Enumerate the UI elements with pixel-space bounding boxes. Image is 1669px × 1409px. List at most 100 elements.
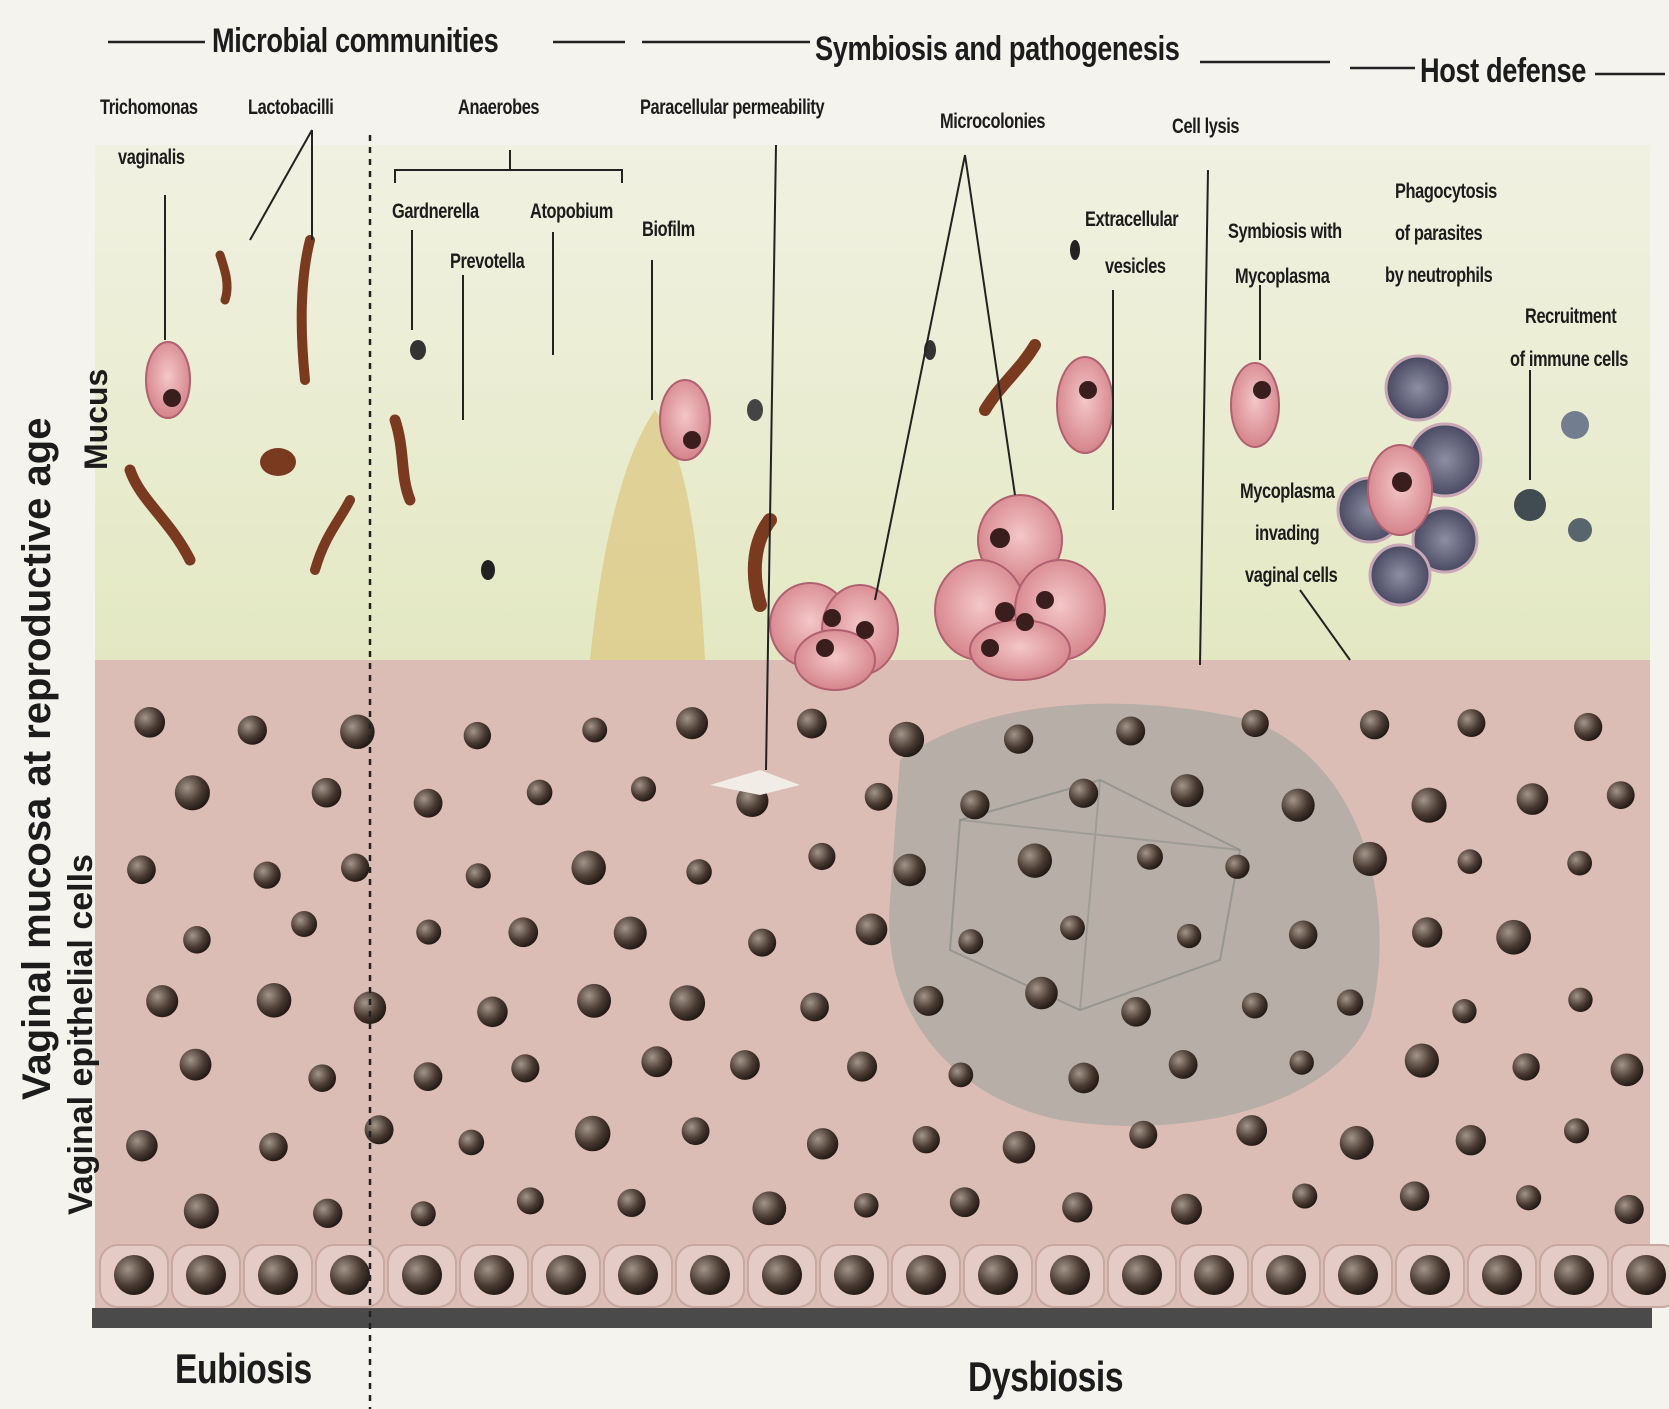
trichomonas-nucleus: [163, 389, 181, 407]
epithelial-nucleus: [748, 929, 776, 957]
epithelial-nucleus: [291, 911, 317, 937]
epithelial-nucleus: [1241, 710, 1268, 737]
label-paracellular-permeability: Paracellular permeability: [640, 96, 824, 120]
epithelial-nucleus: [1003, 1131, 1036, 1164]
basal-cell-nucleus: [1050, 1255, 1090, 1295]
epithelial-nucleus: [464, 722, 491, 749]
epithelial-nucleus: [865, 783, 893, 811]
epithelial-nucleus: [477, 997, 508, 1028]
epithelial-nucleus: [1068, 1063, 1099, 1094]
label-eubiosis: Eubiosis: [175, 1345, 312, 1393]
label-vaginal-mucosa: Vaginal mucosa at reproductive age: [15, 418, 60, 1100]
epithelial-nucleus: [797, 709, 827, 739]
epithelial-nucleus: [1353, 842, 1387, 876]
epithelial-nucleus: [1018, 843, 1052, 877]
epithelial-nucleus: [730, 1050, 760, 1080]
epithelial-nucleus: [856, 914, 888, 946]
epithelial-nucleus: [183, 926, 211, 954]
basal-cell-nucleus: [762, 1255, 802, 1295]
epithelial-nucleus: [1611, 1053, 1644, 1086]
epithelial-nucleus: [238, 715, 267, 744]
epithelial-nucleus: [1225, 855, 1249, 879]
basal-cell-nucleus: [618, 1255, 658, 1295]
label-extracellular: Extracellular: [1085, 208, 1178, 232]
epithelial-nucleus: [913, 1126, 940, 1153]
epithelial-nucleus: [1025, 977, 1058, 1010]
epithelial-nucleus: [631, 776, 656, 801]
epithelial-nucleus: [459, 1130, 485, 1156]
basal-cell-nucleus: [114, 1255, 154, 1295]
epithelial-nucleus: [1069, 779, 1098, 808]
epithelial-nucleus: [950, 1187, 980, 1217]
epithelial-nucleus: [807, 1128, 838, 1159]
epithelial-nucleus: [1574, 713, 1602, 741]
epithelial-nucleus: [354, 992, 386, 1024]
label-vaginal-epithelial-cells: Vaginal epithelial cells: [62, 854, 101, 1215]
epithelial-nucleus: [180, 1049, 212, 1081]
coccobacillus: [260, 448, 296, 476]
epithelial-nucleus: [1360, 710, 1389, 739]
epithelial-nucleus: [960, 790, 989, 819]
epithelial-nucleus: [913, 986, 943, 1016]
epithelial-nucleus: [466, 863, 491, 888]
epithelial-nucleus: [414, 1062, 443, 1091]
epithelial-nucleus: [847, 1052, 877, 1082]
epithelial-nucleus: [254, 862, 281, 889]
epithelial-nucleus: [1405, 1043, 1439, 1077]
section-microbial-communities: Microbial communities: [212, 22, 498, 61]
epithelial-nucleus: [641, 1046, 672, 1077]
epithelial-nucleus: [1289, 921, 1318, 950]
label-trichomonas: Trichomonas: [100, 96, 198, 120]
label-prevotella: Prevotella: [450, 250, 524, 274]
epithelial-nucleus: [411, 1201, 436, 1226]
anaerobe: [481, 560, 495, 580]
label-symbiosis-with: Symbiosis with: [1228, 220, 1342, 244]
epithelial-nucleus: [1129, 1121, 1157, 1149]
basal-cell-nucleus: [1626, 1255, 1666, 1295]
epithelial-nucleus: [948, 1062, 973, 1087]
epithelial-nucleus: [1452, 999, 1476, 1023]
epithelial-nucleus: [1496, 920, 1531, 955]
basement-membrane: [92, 1308, 1652, 1328]
label-mycoplasma-2: Mycoplasma: [1240, 480, 1334, 504]
label-dysbiosis: Dysbiosis: [968, 1353, 1123, 1401]
epithelial-nucleus: [127, 855, 156, 884]
epithelial-nucleus: [184, 1194, 219, 1229]
label-recruitment: Recruitment: [1525, 305, 1616, 329]
epithelial-nucleus: [1516, 1185, 1541, 1210]
basal-cell-nucleus: [1194, 1255, 1234, 1295]
anaerobe: [747, 399, 763, 421]
epithelial-nucleus: [1517, 783, 1549, 815]
basal-cell-nucleus: [474, 1255, 514, 1295]
epithelial-nucleus: [1400, 1181, 1430, 1211]
basal-cell-nucleus: [1482, 1255, 1522, 1295]
epithelial-nucleus: [1567, 851, 1592, 876]
epithelial-nucleus: [1340, 1126, 1374, 1160]
label-vaginal-cells: vaginal cells: [1245, 564, 1337, 588]
epithelial-nucleus: [1137, 844, 1163, 870]
basal-cell-nucleus: [186, 1255, 226, 1295]
epithelial-nucleus: [511, 1054, 539, 1082]
basal-cell-nucleus: [330, 1255, 370, 1295]
epithelial-nucleus: [800, 993, 829, 1022]
anaerobe: [410, 340, 426, 360]
basal-cell-nucleus: [978, 1255, 1018, 1295]
epithelial-nucleus: [1236, 1115, 1267, 1146]
epithelial-nucleus: [1458, 849, 1483, 874]
epithelial-nucleus: [1615, 1195, 1644, 1224]
epithelial-nucleus: [686, 859, 712, 885]
section-symbiosis-pathogenesis: Symbiosis and pathogenesis: [815, 30, 1179, 69]
trichomonas-cell: [660, 380, 710, 460]
basal-cell-nucleus: [906, 1255, 946, 1295]
epithelial-nucleus: [175, 775, 210, 810]
epithelial-nucleus: [313, 1199, 342, 1228]
epithelial-nucleus: [571, 851, 605, 885]
epithelial-nucleus: [1004, 724, 1033, 753]
label-mycoplasma: Mycoplasma: [1235, 265, 1329, 289]
epithelial-nucleus: [958, 929, 983, 954]
epithelial-nucleus: [308, 1064, 336, 1092]
epithelial-nucleus: [1121, 997, 1151, 1027]
epithelial-nucleus: [577, 984, 611, 1018]
epithelial-nucleus: [752, 1191, 786, 1225]
